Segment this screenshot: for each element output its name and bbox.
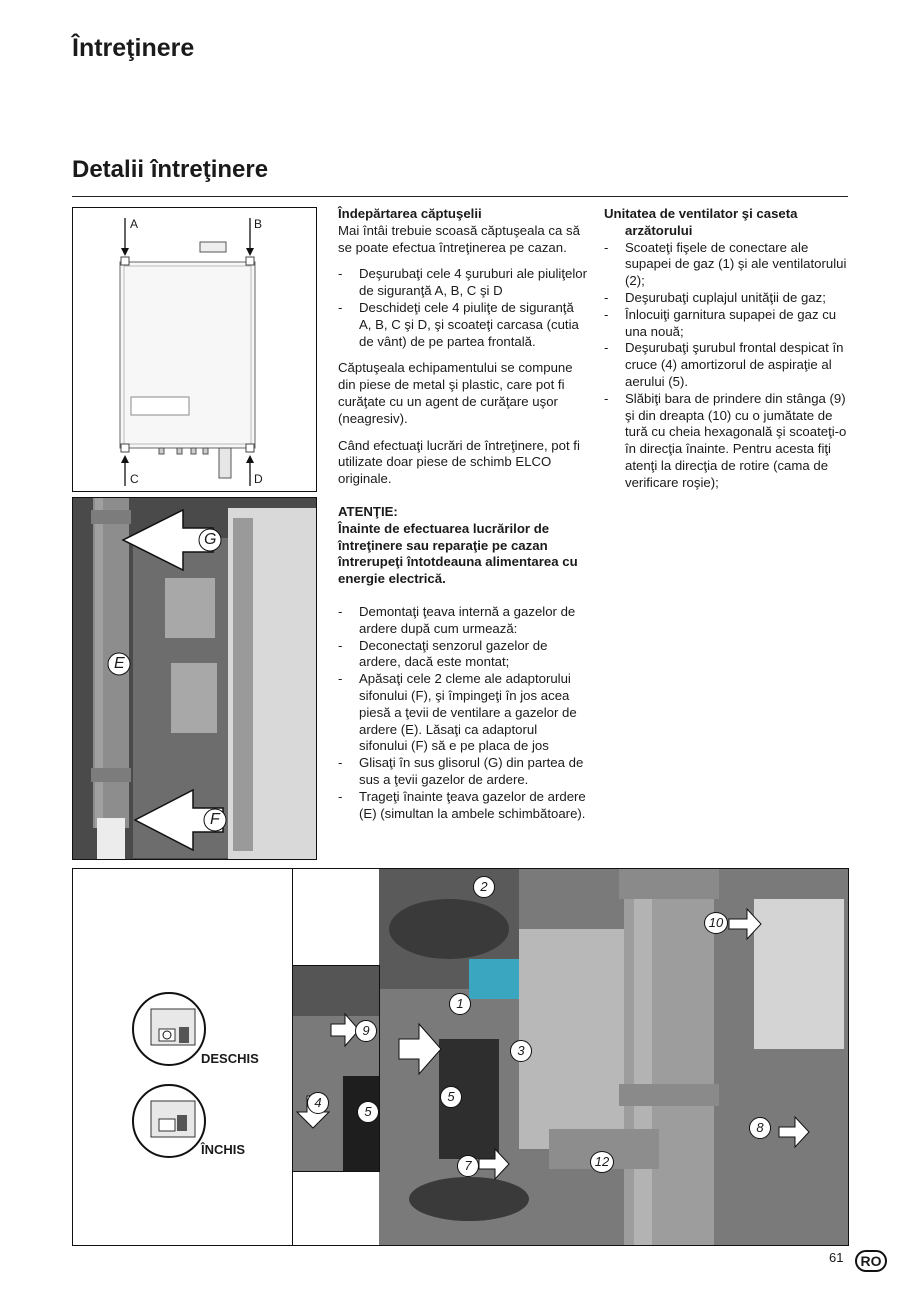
lining-intro: Mai întâi trebuie scoasă căptuşeala ca s… bbox=[338, 222, 580, 255]
language-badge: RO bbox=[855, 1250, 887, 1272]
callout-g: G bbox=[204, 531, 217, 548]
flue-pipe-steps-list: Demontaţi ţeava internă a gazelor de ard… bbox=[338, 604, 588, 822]
list-item: Slăbiţi bara de prindere din stânga (9) … bbox=[604, 391, 850, 492]
lock-nut-label-d: D bbox=[254, 472, 263, 486]
fan-unit-heading: Unitatea de ventilator şi caseta bbox=[604, 206, 798, 221]
callout-7: 7 bbox=[457, 1155, 479, 1177]
warning-text: Înainte de efectuarea lucrărilor de într… bbox=[338, 520, 578, 587]
list-item: Deşurubaţi cuplajul unităţii de gaz; bbox=[604, 290, 850, 307]
callout-5-inset: 5 bbox=[357, 1101, 379, 1123]
inset-photo bbox=[292, 965, 380, 1172]
flue-pipe-illustration bbox=[73, 498, 316, 859]
lock-detail-drawing bbox=[132, 992, 206, 1158]
inset-illustration bbox=[293, 966, 379, 1171]
callout-12: 12 bbox=[590, 1151, 614, 1173]
fan-unit-photo bbox=[379, 869, 848, 1245]
fan-unit-heading-line2: arzătorului bbox=[625, 222, 693, 238]
lining-material-paragraph: Căptuşeala echipamentului se compune din… bbox=[338, 360, 573, 426]
lining-steps-list: Deşurubaţi cele 4 şuruburi ale piuliţelo… bbox=[338, 266, 588, 350]
list-item: Trageţi înainte ţeava gazelor de ardere … bbox=[338, 789, 588, 823]
lock-nut-label-b: B bbox=[254, 217, 263, 231]
spare-parts-paragraph: Când efectuaţi lucrări de întreţinere, p… bbox=[338, 437, 580, 487]
callout-8: 8 bbox=[749, 1117, 771, 1139]
callout-f: F bbox=[210, 811, 220, 828]
callout-5: 5 bbox=[440, 1086, 462, 1108]
open-label: DESCHIS bbox=[201, 1051, 259, 1066]
list-item: Glisaţi în sus glisorul (G) din partea d… bbox=[338, 755, 588, 789]
list-item: Scoateţi fişele de conectare ale supapei… bbox=[604, 240, 850, 290]
lock-detail-panel: DESCHIS ÎNCHIS bbox=[73, 869, 293, 1245]
closed-label: ÎNCHIS bbox=[201, 1142, 246, 1157]
list-item: Apăsaţi cele 2 cleme ale adaptorului sif… bbox=[338, 671, 588, 755]
fan-unit-steps-list: Scoateţi fişele de conectare ale supapei… bbox=[604, 240, 850, 492]
lining-removal-heading: Îndepărtarea căptuşelii bbox=[338, 206, 482, 221]
warning-label: ATENŢIE: bbox=[338, 503, 398, 519]
lock-nut-label-a: A bbox=[130, 217, 139, 231]
list-item: Deşurubaţi şurubul frontal despicat în c… bbox=[604, 340, 850, 390]
boiler-casing-drawing bbox=[119, 218, 256, 486]
section-divider bbox=[72, 196, 848, 197]
boiler-casing-figure: A B C D bbox=[72, 207, 317, 492]
page-title: Întreţinere bbox=[72, 34, 195, 62]
callout-4: 4 bbox=[307, 1092, 329, 1114]
list-item: Deşurubaţi cele 4 şuruburi ale piuliţelo… bbox=[338, 266, 588, 300]
callout-1: 1 bbox=[449, 993, 471, 1015]
callout-9: 9 bbox=[355, 1020, 377, 1042]
callout-2: 2 bbox=[473, 876, 495, 898]
fan-unit-figure: DESCHIS ÎNCHIS bbox=[72, 868, 849, 1246]
section-title: Detalii întreţinere bbox=[72, 156, 269, 183]
lining-removal-section: Îndepărtarea căptuşelii Mai întâi trebui… bbox=[338, 206, 588, 832]
list-item: Deconectaţi senzorul gazelor de ardere, … bbox=[338, 638, 588, 672]
callout-e: E bbox=[114, 655, 125, 672]
flue-pipe-photo: G E F bbox=[72, 497, 317, 860]
list-item: Deschideţi cele 4 piuliţe de siguranţă A… bbox=[338, 300, 588, 350]
fan-unit-illustration bbox=[379, 869, 848, 1245]
list-item: Înlocuiţi garnitura supapei de gaz cu un… bbox=[604, 307, 850, 341]
fan-unit-section: Unitatea de ventilator şi caseta arzător… bbox=[604, 206, 850, 502]
page-number: 61 bbox=[829, 1250, 844, 1265]
list-item: Demontaţi ţeava internă a gazelor de ard… bbox=[338, 604, 588, 638]
lock-nut-label-c: C bbox=[130, 472, 139, 486]
callout-10: 10 bbox=[704, 912, 728, 934]
callout-3: 3 bbox=[510, 1040, 532, 1062]
